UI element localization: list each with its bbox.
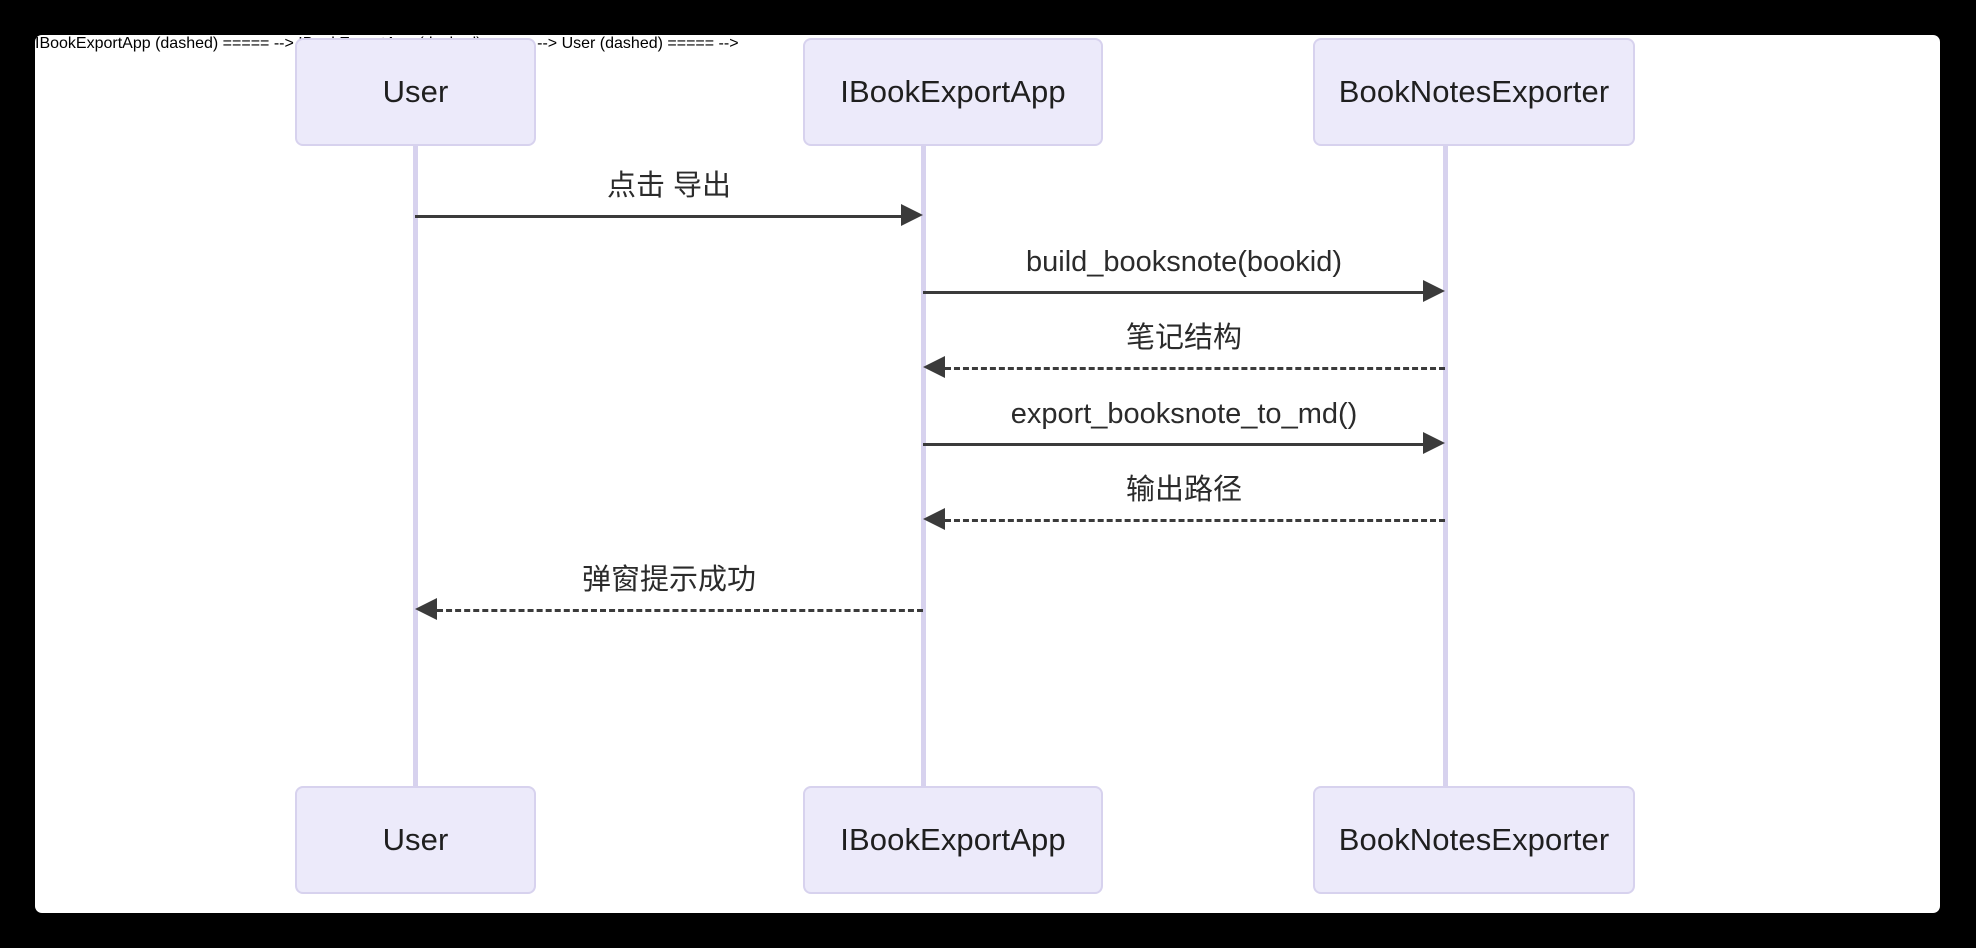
arrowhead-right-icon bbox=[901, 204, 923, 226]
actor-box-top-app[interactable]: IBookExportApp bbox=[803, 38, 1103, 146]
message-line bbox=[945, 519, 1445, 522]
message-label: 输出路径 bbox=[1125, 474, 1243, 506]
arrowhead-right-icon bbox=[1423, 280, 1445, 302]
actor-label: User bbox=[382, 822, 449, 857]
message-line bbox=[437, 609, 923, 612]
actor-box-bottom-user[interactable]: User bbox=[295, 786, 536, 894]
message-line bbox=[945, 367, 1445, 370]
actor-label: BookNotesExporter bbox=[1338, 74, 1610, 109]
message-line bbox=[415, 215, 901, 218]
actor-box-bottom-exporter[interactable]: BookNotesExporter bbox=[1313, 786, 1635, 894]
lifeline-exporter bbox=[1443, 146, 1448, 786]
arrowhead-right-icon bbox=[1423, 432, 1445, 454]
message-line bbox=[923, 443, 1423, 446]
actor-box-top-user[interactable]: User bbox=[295, 38, 536, 146]
actor-box-top-exporter[interactable]: BookNotesExporter bbox=[1313, 38, 1635, 146]
message-label: export_booksnote_to_md() bbox=[1010, 398, 1358, 430]
arrowhead-left-icon bbox=[415, 598, 437, 620]
actor-label: IBookExportApp bbox=[840, 822, 1066, 857]
actor-label: IBookExportApp bbox=[840, 74, 1066, 109]
arrowhead-left-icon bbox=[923, 356, 945, 378]
arrowhead-left-icon bbox=[923, 508, 945, 530]
message-line bbox=[923, 291, 1423, 294]
message-label: 笔记结构 bbox=[1125, 322, 1243, 354]
message-label: build_booksnote(bookid) bbox=[1026, 246, 1342, 278]
actor-label: BookNotesExporter bbox=[1338, 822, 1610, 857]
diagram-canvas: User IBookExportApp BookNotesExporter 点击… bbox=[35, 35, 1940, 913]
lifeline-user bbox=[413, 146, 418, 786]
lifeline-app bbox=[921, 146, 926, 786]
message-label: 点击 导出 bbox=[606, 170, 732, 202]
actor-box-bottom-app[interactable]: IBookExportApp bbox=[803, 786, 1103, 894]
actor-label: User bbox=[382, 74, 449, 109]
message-label: 弹窗提示成功 bbox=[581, 564, 757, 596]
